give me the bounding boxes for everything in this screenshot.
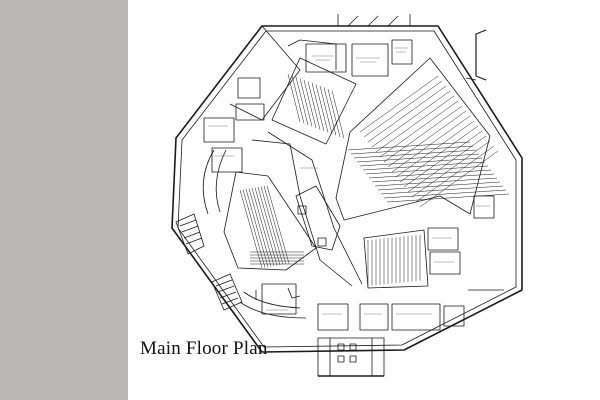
upper-row <box>299 78 313 127</box>
platform <box>295 185 341 251</box>
sanctuary-row <box>419 150 499 208</box>
sanctuary-row <box>399 125 479 183</box>
sanctuary-row <box>359 157 483 167</box>
choir-row <box>254 187 278 266</box>
sanctuary-row <box>386 193 510 203</box>
sanctuary-row <box>350 145 474 155</box>
sanctuary-row <box>391 115 471 173</box>
upper-row <box>323 87 337 136</box>
east-canopy <box>475 29 487 81</box>
sanctuary-row <box>395 120 475 178</box>
upper-row <box>303 79 317 129</box>
sanctuary-row <box>380 185 504 195</box>
sanctuary-row <box>415 145 495 203</box>
side-panel <box>0 0 128 400</box>
upper-row <box>319 85 333 135</box>
upper-row <box>311 82 325 132</box>
choir-row <box>242 189 266 268</box>
east-rooms <box>427 195 504 291</box>
northwest-rooms <box>203 25 413 173</box>
south-rooms <box>261 283 465 331</box>
sanctuary-row <box>377 181 501 191</box>
sanctuary-row <box>353 149 477 159</box>
seating-rows-upper <box>287 73 345 139</box>
sanctuary-row <box>347 141 471 151</box>
sanctuary-row <box>374 177 498 187</box>
sanctuary-row <box>383 105 463 163</box>
sanctuary-row <box>411 140 491 198</box>
seating-rows-choir <box>239 185 304 269</box>
upper-row <box>327 88 341 138</box>
sanctuary-row <box>367 85 447 143</box>
sanctuary-row <box>363 80 443 138</box>
main-sanctuary <box>223 57 491 289</box>
choir-row <box>239 189 263 269</box>
choir-row <box>263 185 287 265</box>
slide-caption: Main Floor Plan <box>140 338 268 359</box>
southwest-stair <box>211 273 243 311</box>
floor-plan-drawing <box>171 14 523 377</box>
choir-row <box>266 185 290 264</box>
sanctuary-row <box>387 110 467 168</box>
sanctuary-row <box>407 135 487 193</box>
upper-row <box>315 84 329 133</box>
choir-row <box>251 187 275 267</box>
choir-row <box>260 186 284 265</box>
upper-row <box>295 76 309 126</box>
sanctuary-row <box>368 169 492 179</box>
north-entrance-doors <box>337 14 411 27</box>
outer-wall <box>171 25 523 353</box>
outer-wall-inner <box>177 30 517 348</box>
choir-row <box>245 188 269 268</box>
sanctuary-row <box>359 75 439 133</box>
seating-rows-lower <box>367 234 421 286</box>
south-vestibule <box>317 337 385 377</box>
upper-row <box>287 73 301 123</box>
sanctuary-row <box>356 153 480 163</box>
seating-rows-sanctuary <box>347 75 510 208</box>
sanctuary-row <box>403 130 483 188</box>
sanctuary-row <box>365 165 489 175</box>
sanctuary-row <box>375 95 455 153</box>
upper-row <box>307 81 321 130</box>
upper-row <box>331 90 345 139</box>
sanctuary-row <box>379 100 459 158</box>
choir-row <box>257 186 281 266</box>
west-stair <box>175 213 205 255</box>
sanctuary-row <box>371 173 495 183</box>
room-label-marks <box>208 47 490 315</box>
choir-row <box>248 188 272 267</box>
sanctuary-row <box>371 90 451 148</box>
upper-row <box>291 75 305 124</box>
sanctuary-row <box>362 161 486 171</box>
sanctuary-row <box>383 189 507 199</box>
slide: Main Floor Plan <box>128 0 600 400</box>
